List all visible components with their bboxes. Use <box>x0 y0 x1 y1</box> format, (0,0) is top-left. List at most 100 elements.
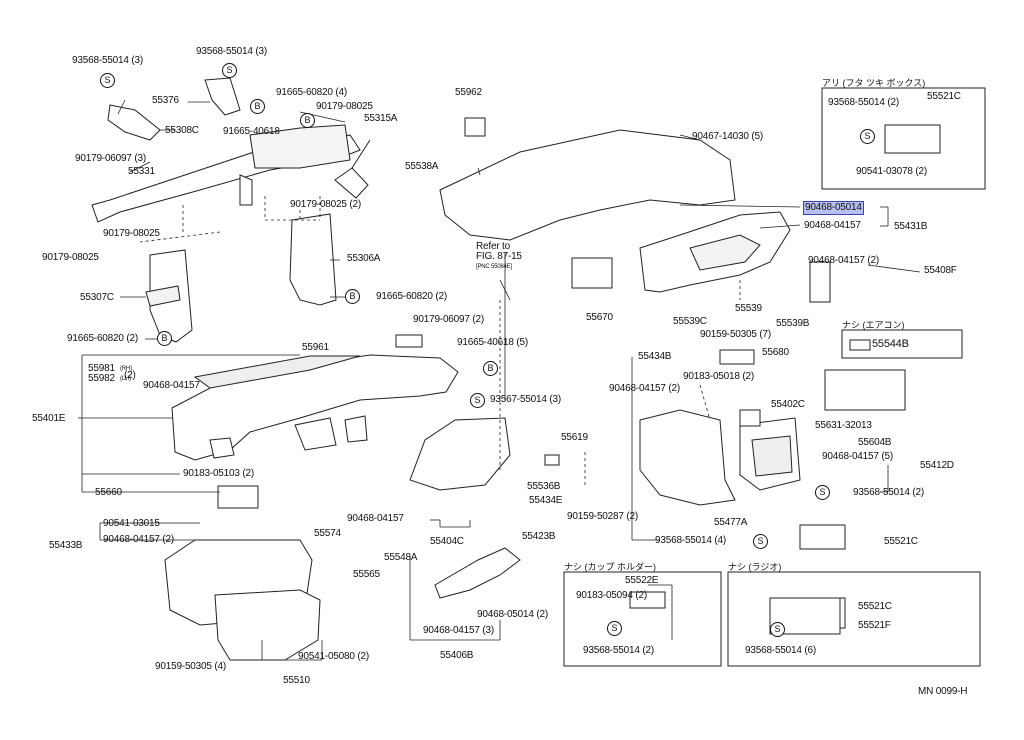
part-label: 90179-06097 (3) <box>75 153 146 164</box>
box-title-nashi-aircon: ナシ (エアコン) <box>842 320 905 330</box>
part-label: 55539C <box>673 316 707 327</box>
part-label: 93568-55014 (2) <box>583 645 654 656</box>
part-label: 90159-50305 (7) <box>700 329 771 340</box>
box-title-nashi-radio: ナシ (ラジオ) <box>728 562 782 572</box>
part-label: 93568-55014 (3) <box>72 55 143 66</box>
part-label: 93568-55014 (2) <box>853 487 924 498</box>
steering-support-frame <box>91 77 371 343</box>
part-label: 93567-55014 (3) <box>490 394 561 405</box>
s-marker-icon: S <box>222 63 237 78</box>
part-label: 55434E <box>529 495 563 506</box>
part-label: 90179-08025 <box>42 252 99 263</box>
part-label: 55376 <box>152 95 179 106</box>
s-marker-icon: S <box>100 73 115 88</box>
part-label: 90468-04157 (2) <box>808 255 879 266</box>
part-label: 55315A <box>364 113 398 124</box>
part-label: 55538A <box>405 161 439 172</box>
glove-box <box>164 539 321 661</box>
part-label: 90179-08025 <box>316 101 373 112</box>
box-title-ari: アリ (フタ ツキ ボックス) <box>822 78 926 88</box>
part-label: 91665-60820 (2) <box>67 333 138 344</box>
part-label: 55510 <box>283 675 310 686</box>
s-marker-icon: S <box>470 393 485 408</box>
part-label: 55433B <box>49 540 83 551</box>
part-label: 55962 <box>455 87 482 98</box>
box-ari-lid-box <box>821 87 986 190</box>
s-marker-icon: S <box>770 622 785 637</box>
b-marker-icon: B <box>483 361 498 376</box>
meter-hood <box>409 417 511 491</box>
part-label: 55565 <box>353 569 380 580</box>
part-label: 55982 <box>88 373 115 384</box>
part-label: 55536B <box>527 481 561 492</box>
part-label: 93568-55014 (4) <box>655 535 726 546</box>
box-nashi-radio <box>727 571 981 667</box>
part-label: 55477A <box>714 517 748 528</box>
lower-center-panel <box>434 547 521 599</box>
part-label: 55521F <box>858 620 891 631</box>
part-label: 90541-03015 <box>103 518 160 529</box>
part-label: 91665-60820 (4) <box>276 87 347 98</box>
part-label: 55423B <box>522 531 556 542</box>
part-label: 55670 <box>586 312 613 323</box>
part-label: 55521C <box>884 536 918 547</box>
pnc-ref-label: [PNC 55084E] <box>476 264 512 270</box>
instrument-panel-pad <box>171 354 459 461</box>
part-label: 90468-04157 (2) <box>609 383 680 394</box>
part-label: 55412D <box>920 460 954 471</box>
part-label: 55631-32013 <box>815 420 872 431</box>
part-label: 55544B <box>872 338 909 350</box>
part-label: 90468-04157 (2) <box>103 534 174 545</box>
part-label: 55406B <box>440 650 474 661</box>
part-label: 55401E <box>32 413 66 424</box>
part-label: 55434B <box>638 351 672 362</box>
part-label: 55604B <box>858 437 892 448</box>
part-label: 90159-50305 (4) <box>155 661 226 672</box>
part-label-sub: (LH) <box>120 376 131 382</box>
s-marker-icon: S <box>753 534 768 549</box>
part-label: 90179-06097 (2) <box>413 314 484 325</box>
part-label: 93568-55014 (3) <box>196 46 267 57</box>
part-label: 90179-08025 (2) <box>290 199 361 210</box>
part-label: 90159-50287 (2) <box>567 511 638 522</box>
part-label: 91665-40618 <box>223 126 280 137</box>
part-label: 55307C <box>80 292 114 303</box>
part-label: 90541-03078 (2) <box>856 166 927 177</box>
part-label: 90183-05103 (2) <box>183 468 254 479</box>
s-marker-icon: S <box>860 129 875 144</box>
center-console <box>639 409 801 506</box>
b-marker-icon: B <box>250 99 265 114</box>
part-label: 55574 <box>314 528 341 539</box>
part-label: 55522E <box>625 575 659 586</box>
upper-dash-panel <box>439 129 791 293</box>
part-label: 55619 <box>561 432 588 443</box>
diagram-code: MN 0099-H <box>918 686 968 697</box>
part-label: 90468-05014 (2) <box>477 609 548 620</box>
part-label: 55408F <box>924 265 957 276</box>
part-label: 55660 <box>95 487 122 498</box>
highlighted-part-label[interactable]: 90468-05014 <box>803 201 864 215</box>
part-label: 90179-08025 <box>103 228 160 239</box>
part-label: 55961 <box>302 342 329 353</box>
part-label: 91665-60820 (2) <box>376 291 447 302</box>
part-label: 90468-04157 (3) <box>423 625 494 636</box>
part-label: 90468-04157 <box>143 380 200 391</box>
part-label: 55404C <box>430 536 464 547</box>
part-label: 90183-05018 (2) <box>683 371 754 382</box>
b-marker-icon: B <box>157 331 172 346</box>
part-label: 91665-40618 (5) <box>457 337 528 348</box>
part-label-sub: (RH) <box>120 366 132 372</box>
s-marker-icon: S <box>607 621 622 636</box>
part-label: 55521C <box>858 601 892 612</box>
part-label: 55331 <box>128 166 155 177</box>
part-label: 55548A <box>384 552 418 563</box>
part-label: 55308C <box>165 125 199 136</box>
part-label: 55539B <box>776 318 810 329</box>
part-label: 55431B <box>894 221 928 232</box>
part-label: 93568-55014 (2) <box>828 97 899 108</box>
part-label: 55306A <box>347 253 381 264</box>
part-label: 90467-14030 (5) <box>692 131 763 142</box>
b-marker-icon: B <box>345 289 360 304</box>
s-marker-icon: S <box>815 485 830 500</box>
